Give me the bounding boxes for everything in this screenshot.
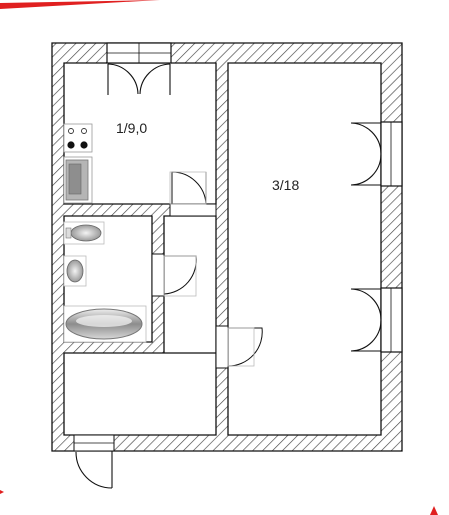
door-icon (151, 253, 197, 297)
washbasin-icon (63, 255, 87, 287)
corner-mark-bottom-right (430, 506, 438, 515)
sink-icon (63, 156, 93, 204)
room-label-living-room: 3/18 (272, 177, 299, 193)
door-icon (169, 171, 217, 217)
door-icon (107, 63, 171, 95)
corner-mark-bottom-left (0, 490, 4, 494)
door-icon (73, 434, 115, 489)
corner-mark-top-left (0, 0, 160, 9)
top-window (106, 42, 172, 64)
toilet-icon (63, 221, 105, 245)
door-icon (215, 325, 263, 369)
bathtub-icon (63, 305, 147, 343)
room-label-kitchen: 1/9,0 (116, 120, 147, 136)
walls (51, 42, 403, 452)
window-icon (350, 121, 403, 187)
window-icon (350, 287, 403, 353)
stove-icon (63, 123, 93, 153)
